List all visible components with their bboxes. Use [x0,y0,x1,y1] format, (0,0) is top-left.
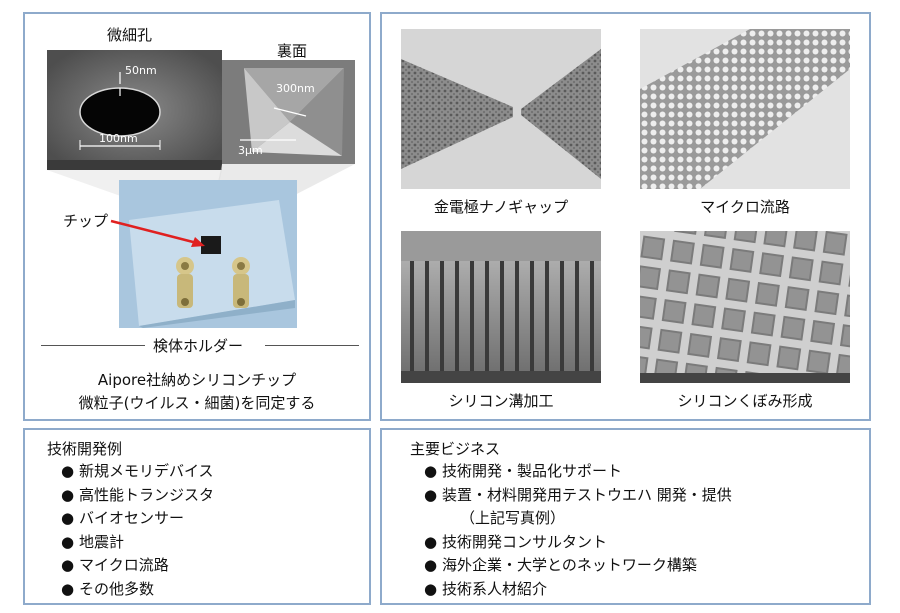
list-item: ●新規メモリデバイス [61,462,214,480]
microchannel-caption: マイクロ流路 [700,198,790,216]
list-item: ●その他多数 [61,579,155,598]
list-item: ●技術開発コンサルタント [424,532,608,551]
list-item: ●バイオセンサー [61,509,185,527]
sem-hole-scale-50: 50nm [125,64,157,77]
samples-panel: 金電極ナノギャップ マイクロ流路 [380,12,871,421]
main-business-list: ●技術開発・製品化サポート ●装置・材料開発用テストウエハ 開発・提供 （上記写… [424,460,732,601]
holder-label: 検体ホルダー [153,337,244,355]
nanogap-graphic [401,29,601,189]
chip-caption-line2: 微粒子(ウイルス・細菌)を同定する [78,394,316,412]
red-arrow-icon [110,219,205,247]
list-item: ●装置・材料開発用テストウエハ 開発・提供 [424,485,732,504]
chip-caption-line1: Aipore社納めシリコンチップ [97,371,297,389]
sem-back-graphic [222,60,355,164]
sem-back-scale-300: 300nm [276,82,315,95]
holder-rule-left [41,345,145,346]
main-business-title: 主要ビジネス [410,440,501,458]
recess-graphic [640,231,850,383]
main-business-panel: 主要ビジネス ●技術開発・製品化サポート ●装置・材料開発用テストウエハ 開発・… [380,428,871,605]
sem-hole-scale-100: 100nm [99,132,138,145]
list-sub-note: （上記写真例） [460,509,566,527]
recess-caption: シリコンくぼみ形成 [677,392,813,410]
sem-hole-image: 50nm 100nm [47,50,222,170]
holder-rule-right [265,345,359,346]
dev-examples-panel: 技術開発例 ●新規メモリデバイス ●高性能トランジスタ ●バイオセンサー ●地震… [23,428,371,605]
back-label: 裏面 [277,42,308,60]
dev-examples-list: ●新規メモリデバイス ●高性能トランジスタ ●バイオセンサー ●地震計 ●マイク… [61,460,214,601]
sem-back-image: 300nm 3μm [222,60,355,164]
sem-hole-graphic [47,50,222,170]
list-item: ●地震計 [61,532,125,551]
chip-panel: 微細孔 裏面 50nm 100nm [23,12,371,421]
list-item: ●マイクロ流路 [61,556,169,574]
microchannel-graphic [640,29,850,189]
trench-graphic [401,231,601,383]
dev-examples-title: 技術開発例 [47,440,123,458]
recess-image [640,231,850,383]
nanogap-image [401,29,601,189]
list-item: ●高性能トランジスタ [61,485,215,504]
trench-image [401,231,601,383]
trench-caption: シリコン溝加工 [448,392,554,410]
microchannel-image [640,29,850,189]
chip-label: チップ [63,212,109,230]
hole-label: 微細孔 [107,26,153,44]
nanogap-caption: 金電極ナノギャップ [433,198,569,216]
chip-holder-graphic [119,180,297,328]
list-item: ●技術開発・製品化サポート [424,462,623,480]
chip-holder-photo [119,180,297,328]
list-item: ●海外企業・大学とのネットワーク構築 [424,556,697,574]
list-item: ●技術系人材紹介 [424,579,548,598]
sem-back-scale-3um: 3μm [238,144,263,157]
